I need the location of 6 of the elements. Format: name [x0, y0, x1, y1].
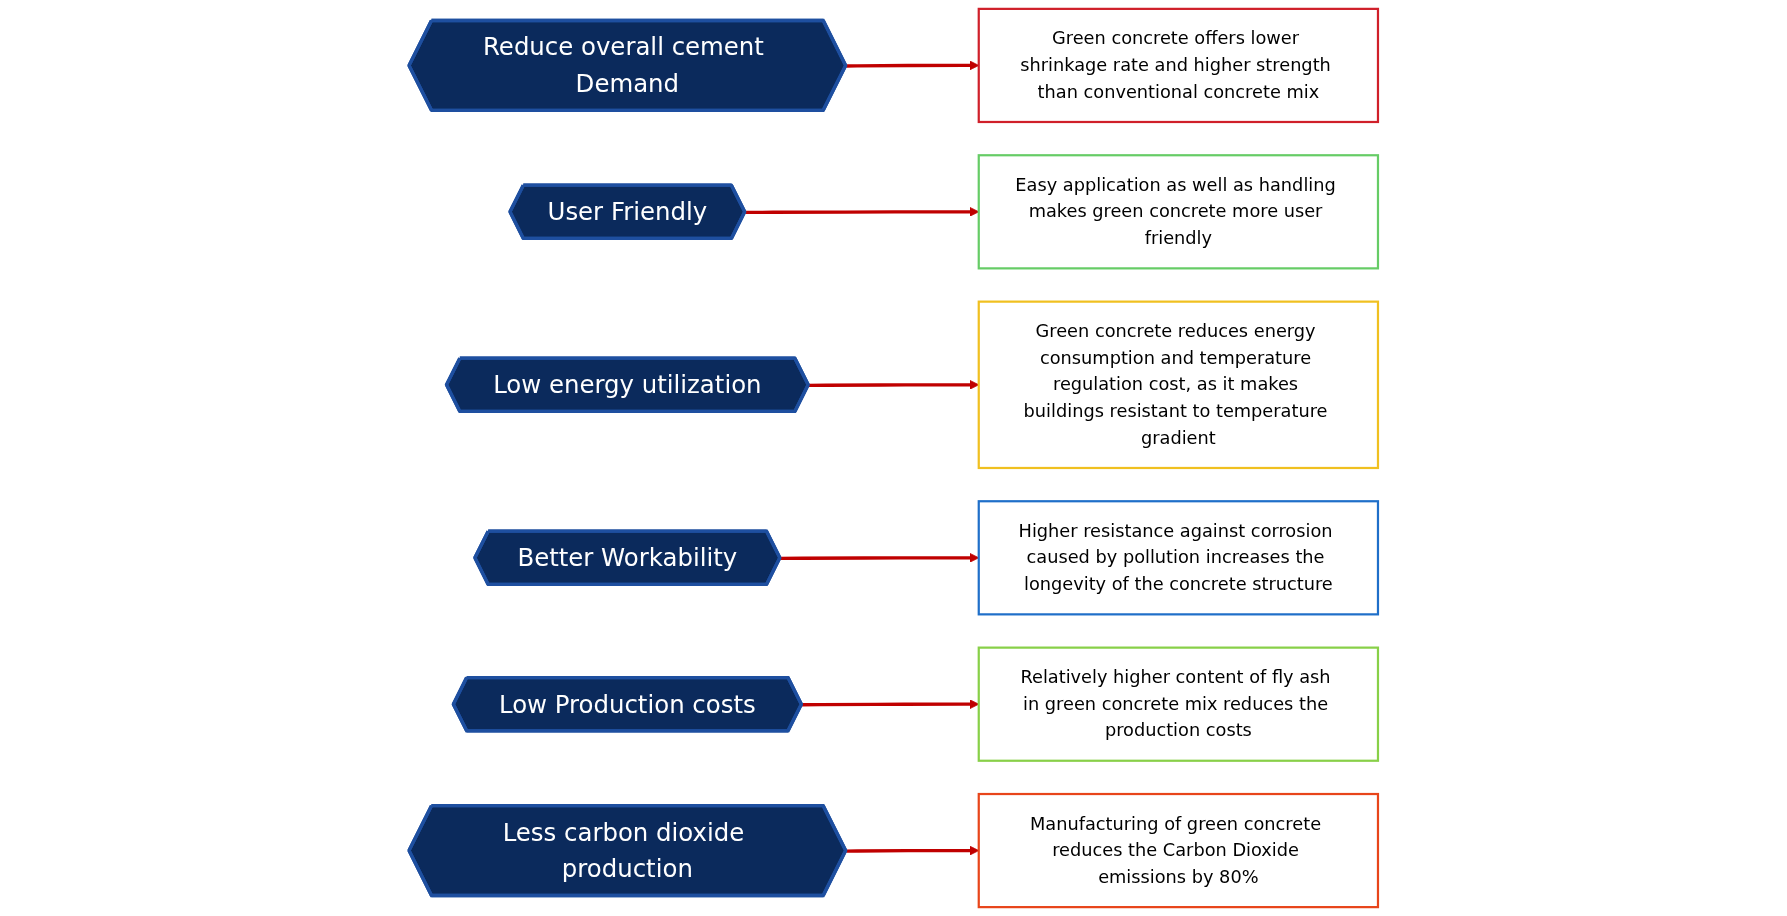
node-box: Higher resistance against corrosion caused by pollution increases the longevity of the concrete structure [977, 500, 1380, 616]
node-box: Easy application as well as handling makes green concrete more user friendly [977, 154, 1380, 270]
node-box: Manufacturing of green concrete reduces the Carbon Dioxide emissions by 80% [977, 792, 1380, 909]
node-box: Green concrete offers lower shrinkage rate and higher strength than conventional concrete mix [977, 7, 1380, 124]
node-box: Green concrete reduces energy consumption and temperature regulation cost, as it makes buildings resistant to temperature gradient [977, 300, 1380, 470]
node-box: Relatively higher content of fly ash in green concrete mix reduces the production costs [977, 646, 1380, 762]
